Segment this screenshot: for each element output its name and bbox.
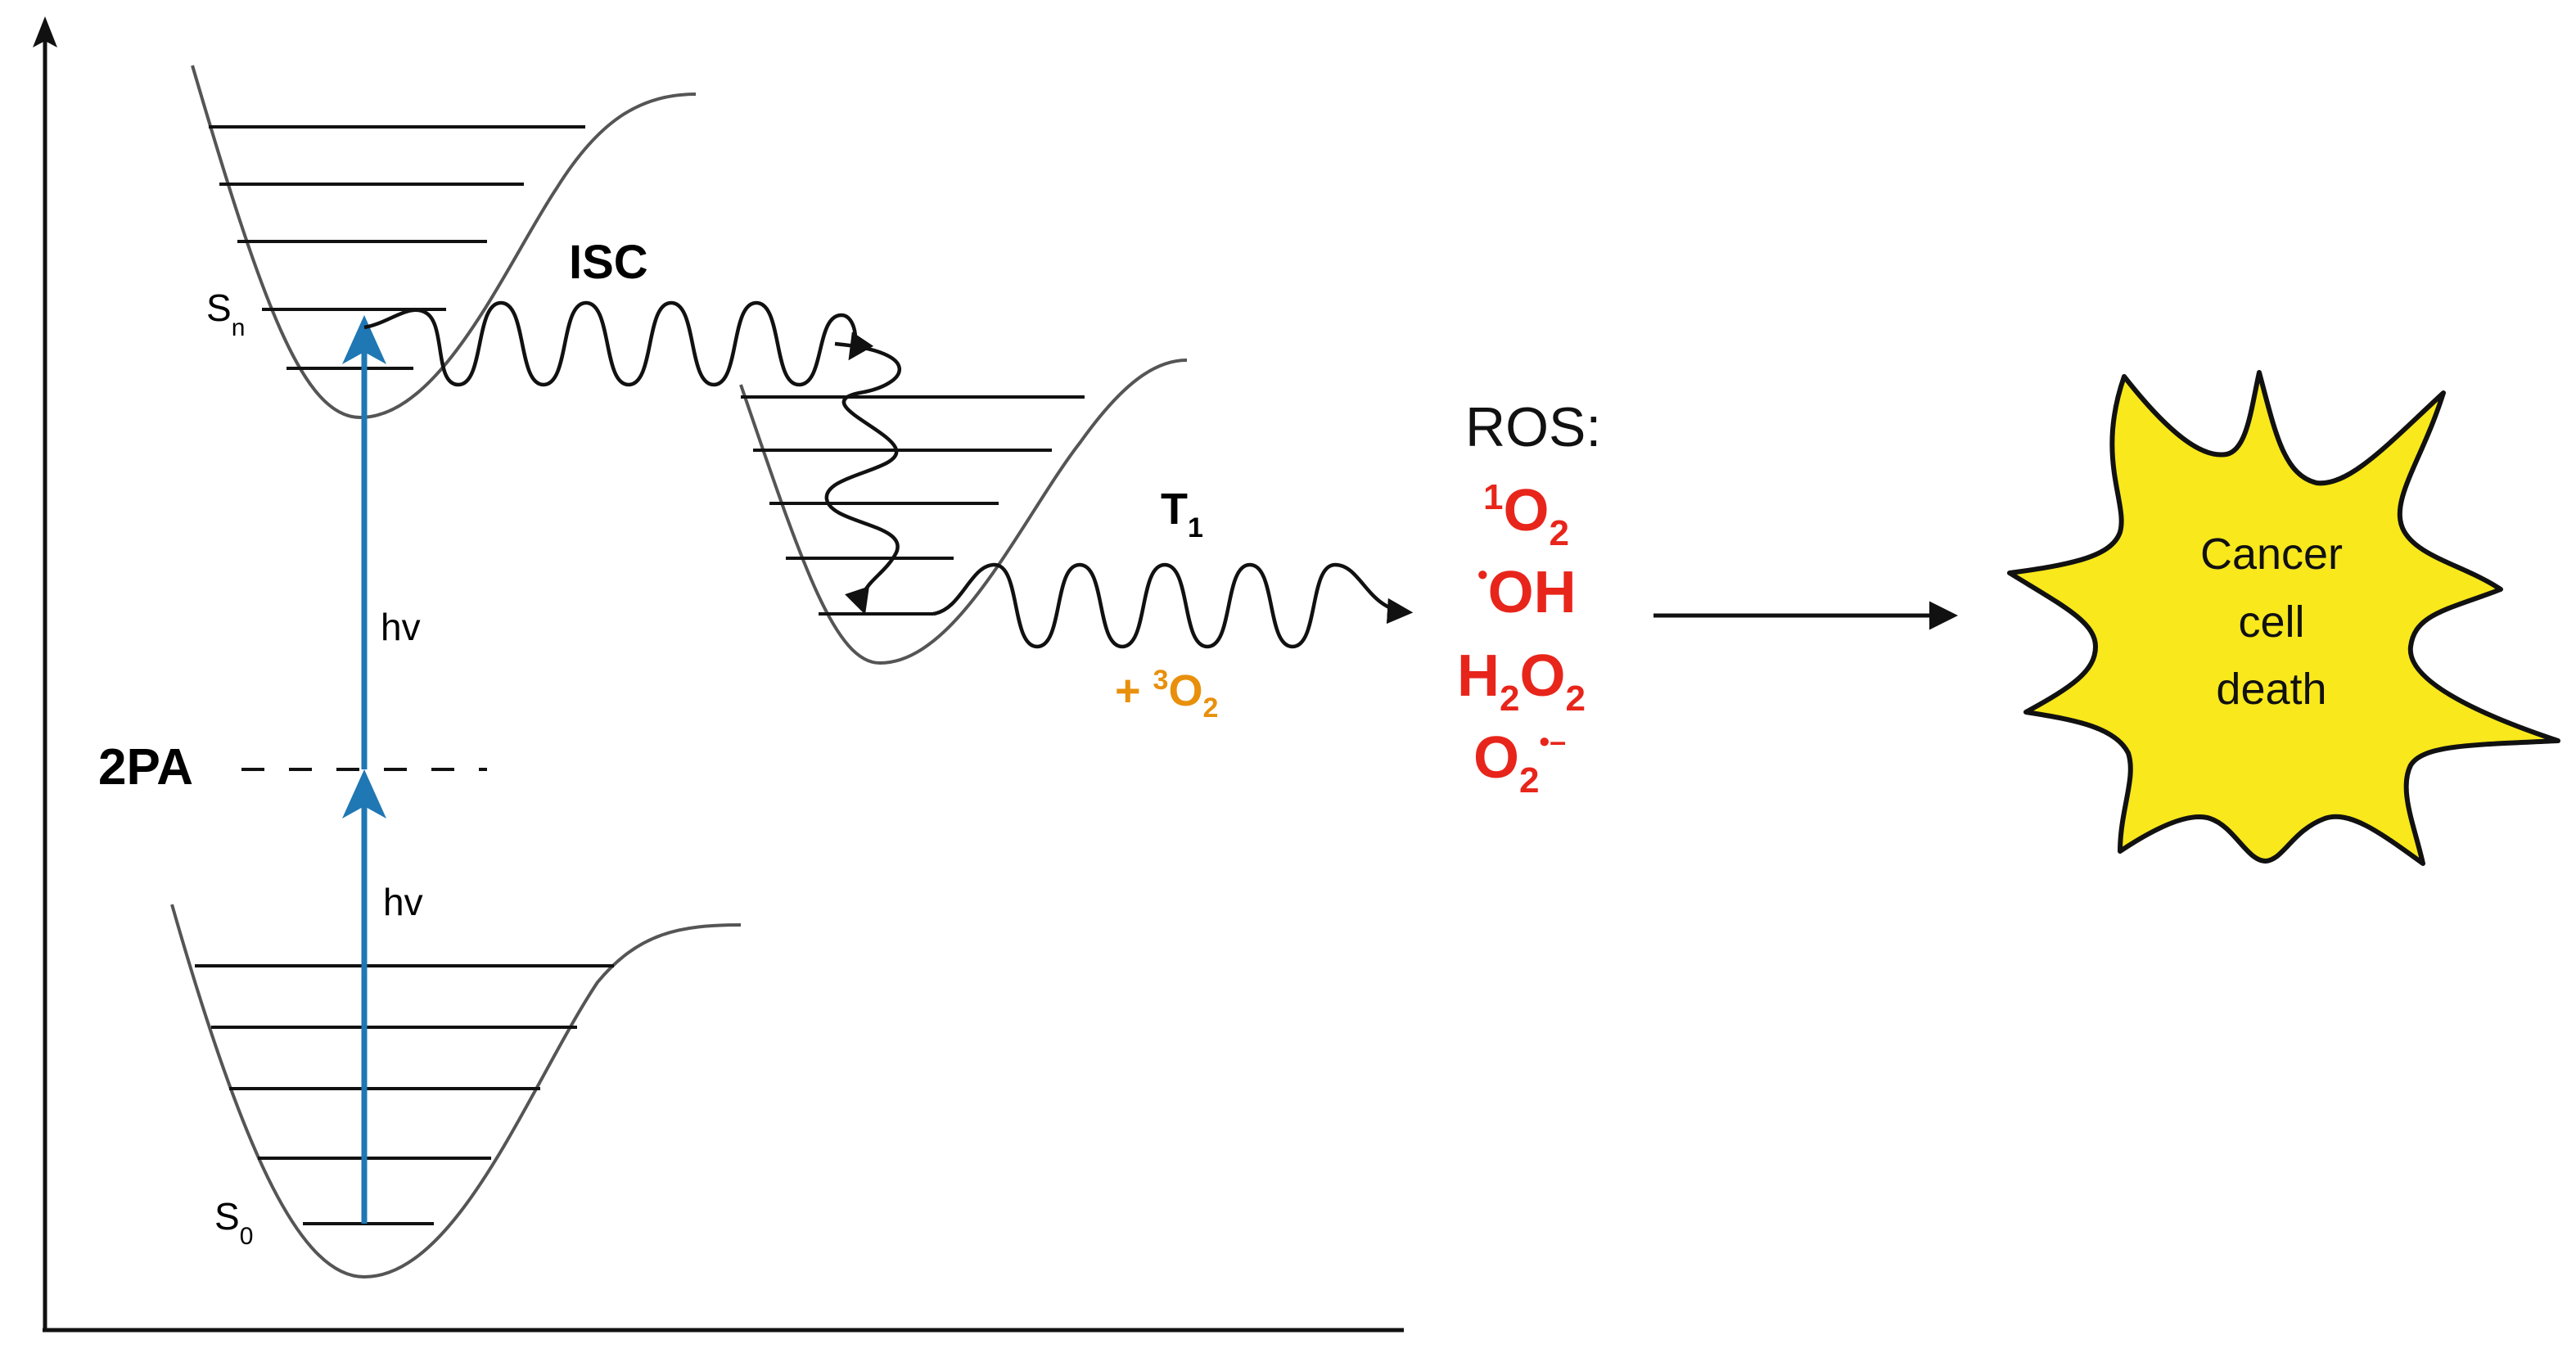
lower-excitation-arrowhead xyxy=(342,769,386,819)
isc-transition: ISC xyxy=(363,236,874,387)
s0-well: S0 xyxy=(170,904,742,1279)
isc-wavy-arrow xyxy=(363,300,874,387)
hv-lower-label: hv xyxy=(383,881,423,923)
sn-label: Sn xyxy=(206,286,245,341)
vibrational-relaxation-wave xyxy=(824,341,901,615)
energy-transfer-wavy-arrow xyxy=(932,562,1414,649)
ros-superoxide: O2•– xyxy=(1473,724,1566,801)
t1-label: T1 xyxy=(1161,485,1203,543)
y-axis-arrowhead xyxy=(33,16,57,47)
s0-potential-curve xyxy=(170,904,742,1279)
energy-transfer: + 3O2 xyxy=(932,562,1414,724)
cancer-cell-death-burst: Cancer cell death xyxy=(2007,370,2560,866)
s0-label: S0 xyxy=(214,1195,253,1250)
ros-hydroxyl-radical: •OH xyxy=(1477,557,1577,625)
two-photon-excitation: hv hv 2PA xyxy=(98,315,487,1224)
triplet-oxygen-label: + 3O2 xyxy=(1115,665,1218,724)
outcome-line-2: cell xyxy=(2238,598,2304,647)
ros-singlet-oxygen: 1O2 xyxy=(1483,477,1569,553)
ros-heading: ROS: xyxy=(1465,396,1601,458)
t1-well: T1 xyxy=(739,359,1203,665)
t1-potential-curve xyxy=(739,359,1188,665)
burst-shape xyxy=(2007,370,2560,866)
hv-upper-label: hv xyxy=(381,606,421,648)
ros-hydrogen-peroxide: H2O2 xyxy=(1457,643,1586,719)
isc-label: ISC xyxy=(569,236,648,289)
sn-potential-curve xyxy=(191,65,697,420)
ros-list: ROS: 1O2 •OH H2O2 O2•– xyxy=(1457,396,1601,801)
outcome-line-1: Cancer xyxy=(2200,530,2343,579)
two-pa-label: 2PA xyxy=(98,739,193,796)
energy-axes xyxy=(33,16,1404,1333)
upper-excitation-arrowhead xyxy=(342,315,386,364)
outcome-line-3: death xyxy=(2216,665,2326,714)
